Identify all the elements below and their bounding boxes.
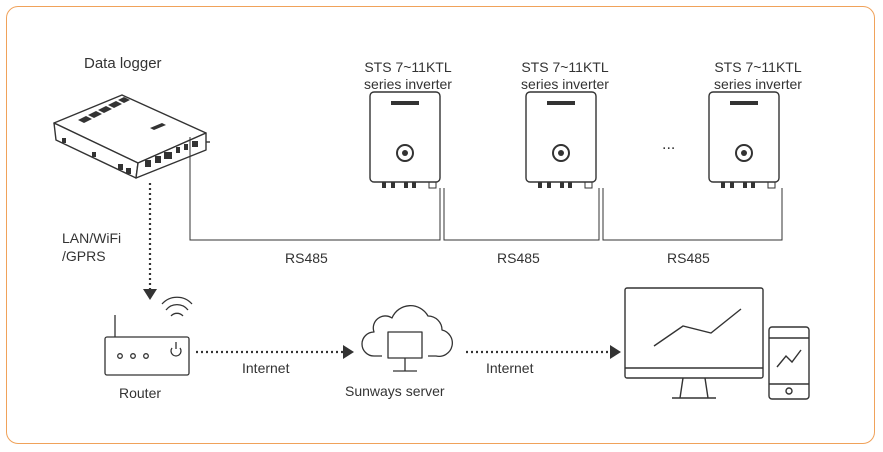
inverter-label: STS 7~11KTL series inverter (358, 59, 458, 93)
diagram-frame (6, 6, 875, 444)
rs485-label: RS485 (285, 250, 328, 266)
data-logger-label: Data logger (84, 55, 162, 72)
internet-label: Internet (242, 360, 290, 376)
inverter-icon (708, 91, 780, 189)
rs485-label: RS485 (667, 250, 710, 266)
lan-link-arrow (143, 183, 157, 300)
inverter-icon (369, 91, 441, 189)
inverter-label-line1: STS 7~11KTL (714, 59, 802, 75)
inverter-label-line1: STS 7~11KTL (521, 59, 609, 75)
data-logger-icon (53, 94, 210, 179)
inverter-label-line2: series inverter (714, 76, 802, 92)
rs485-wiring (189, 137, 783, 241)
router-label: Router (119, 385, 162, 401)
internet-label: Internet (486, 360, 534, 376)
inverter-label: STS 7~11KTL series inverter (515, 59, 615, 93)
ellipsis-label: ... (662, 136, 676, 153)
lan-label-line1: LAN/WiFi (62, 230, 122, 246)
internet-link-arrow (196, 345, 354, 359)
inverter-label: STS 7~11KTL series inverter (708, 59, 808, 93)
lan-wifi-gprs-label: LAN/WiFi /GPRS (62, 229, 121, 265)
inverter-label-line2: series inverter (364, 76, 452, 92)
internet-link-arrow (466, 345, 621, 359)
server-label: Sunways server (345, 383, 445, 399)
inverter-icon (525, 91, 597, 189)
router-icon (104, 296, 193, 376)
inverter-label-line1: STS 7~11KTL (364, 59, 452, 75)
cloud-server-icon (361, 305, 453, 372)
monitor-icon (624, 287, 764, 399)
lan-label-line2: /GPRS (62, 248, 106, 264)
phone-icon (768, 326, 810, 400)
inverter-label-line2: series inverter (521, 76, 609, 92)
rs485-label: RS485 (497, 250, 540, 266)
